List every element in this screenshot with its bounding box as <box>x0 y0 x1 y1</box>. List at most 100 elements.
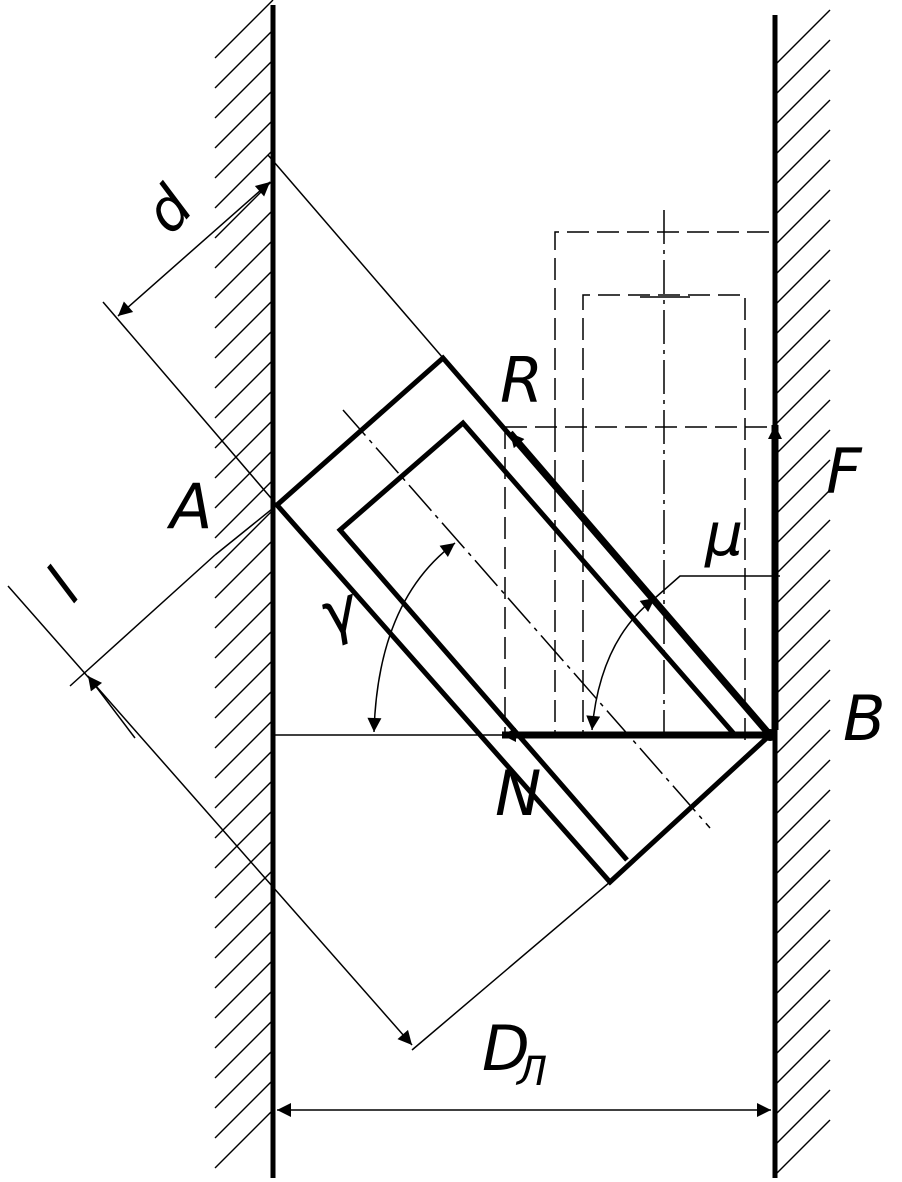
hatch-line <box>214 1019 274 1079</box>
hatch-line <box>774 129 831 186</box>
hatch-line <box>214 509 274 569</box>
hatch-line <box>214 119 274 179</box>
hatch-line <box>774 39 831 96</box>
hatch-line <box>774 969 831 1026</box>
hatch-line <box>774 609 831 666</box>
label-N: N <box>495 757 541 830</box>
hatch-line <box>774 849 831 906</box>
hatch-line <box>774 219 831 276</box>
d-extension-lower <box>102 301 278 506</box>
hatch-line <box>774 639 831 696</box>
hatch-line <box>774 459 831 516</box>
label-d: d <box>131 172 207 246</box>
hatch-line <box>214 779 274 839</box>
hatch-line <box>214 269 274 329</box>
l-extension-lower <box>411 881 611 1051</box>
hatch-line <box>774 1119 831 1176</box>
l-extension-upper <box>214 504 278 556</box>
hatch-line <box>214 869 274 929</box>
hatch-line <box>214 179 274 239</box>
hatch-line <box>774 1089 831 1146</box>
hatch-line <box>774 549 831 606</box>
hatch-line <box>774 1029 831 1086</box>
hatch-line <box>774 789 831 846</box>
hatch-line <box>214 599 274 659</box>
hatch-line <box>774 159 831 216</box>
l-arrow-upper <box>87 675 136 739</box>
l-dimension-line <box>7 585 413 1046</box>
roller-axis <box>342 409 711 829</box>
hatch-line <box>214 299 274 359</box>
hatch-line <box>214 329 274 389</box>
label-A: A <box>166 470 212 543</box>
hatch-line <box>214 389 274 449</box>
hatch-line <box>774 1059 831 1116</box>
hatch-line <box>774 819 831 876</box>
force-R-arrow <box>507 430 773 738</box>
hatch-line <box>774 699 831 756</box>
right-wall-hatching <box>774 9 831 1176</box>
hatch-line <box>774 999 831 1056</box>
hatch-line <box>214 1079 274 1139</box>
hatch-line <box>214 809 274 869</box>
hatch-line <box>774 279 831 336</box>
hatch-line <box>774 669 831 726</box>
hatch-line <box>214 149 274 209</box>
hatch-line <box>214 449 274 509</box>
hatch-line <box>214 719 274 779</box>
hatch-line <box>774 369 831 426</box>
label-B: B <box>843 682 886 755</box>
hatch-line <box>774 249 831 306</box>
hatch-line <box>214 359 274 419</box>
hatch-line <box>214 59 274 119</box>
hatch-line <box>214 689 274 749</box>
label-F: F <box>826 435 863 508</box>
hatch-line <box>214 899 274 959</box>
hatch-line <box>214 839 274 899</box>
hatch-line <box>774 189 831 246</box>
hatch-line <box>774 759 831 816</box>
hatch-line <box>774 489 831 546</box>
hatch-line <box>774 399 831 456</box>
d-dimension-line <box>117 181 271 317</box>
hatch-line <box>774 339 831 396</box>
hatch-line <box>774 9 831 66</box>
hatch-line <box>214 239 274 299</box>
label-l: l <box>33 557 94 614</box>
label-R: R <box>500 344 543 417</box>
hatch-line <box>214 89 274 149</box>
hatch-line <box>214 659 274 719</box>
hatch-line <box>774 519 831 576</box>
mu-leader <box>654 575 780 599</box>
label-mu: μ <box>704 500 743 570</box>
hatch-line <box>774 99 831 156</box>
point-B-dot <box>764 729 776 741</box>
phantom-outlines <box>504 210 772 740</box>
hatch-line <box>214 539 274 599</box>
label-D-subscript: Л <box>515 1049 547 1095</box>
hatch-line <box>214 959 274 1019</box>
hatch-line <box>774 909 831 966</box>
hatch-line <box>214 29 274 89</box>
gamma-angle-arc <box>367 542 456 733</box>
hatch-line <box>774 429 831 486</box>
hatch-line <box>214 479 274 539</box>
label-gamma: γ <box>310 572 371 651</box>
hatch-line <box>774 309 831 366</box>
hatch-line <box>214 989 274 1049</box>
hatch-line <box>214 629 274 689</box>
hatch-line <box>214 929 274 989</box>
hatch-line <box>214 209 274 269</box>
hatch-line <box>214 1109 274 1169</box>
hatch-line <box>214 1049 274 1109</box>
hatch-line <box>214 419 274 479</box>
hatch-line <box>774 579 831 636</box>
hatch-line <box>214 569 274 629</box>
l-extension-upper-2 <box>69 554 216 687</box>
hatch-line <box>214 749 274 809</box>
label-D: D <box>482 1012 530 1085</box>
hatch-line <box>214 0 274 59</box>
hatch-line <box>774 879 831 936</box>
hatch-line <box>774 729 831 786</box>
